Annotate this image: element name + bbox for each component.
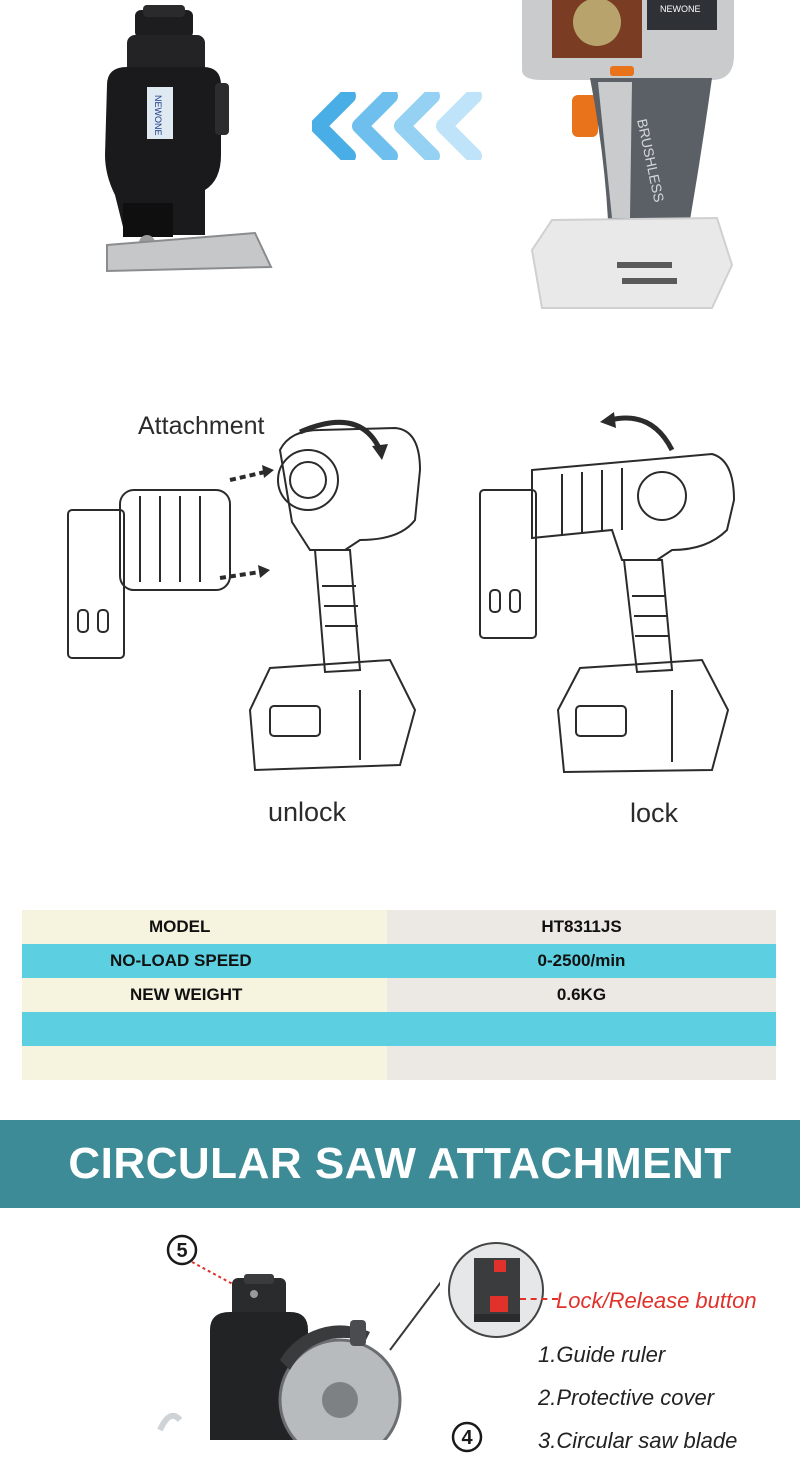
spec-row: NO-LOAD SPEED 0-2500/min bbox=[22, 944, 776, 978]
spec-label: MODEL bbox=[22, 910, 387, 944]
spec-value: HT8311JS bbox=[387, 910, 776, 944]
marker-4: 4 bbox=[461, 1427, 473, 1449]
section-banner: CIRCULAR SAW ATTACHMENT bbox=[0, 1120, 800, 1208]
spec-value bbox=[387, 1012, 776, 1046]
part-item: 3.Circular saw blade bbox=[538, 1428, 738, 1453]
jigsaw-attachment-photo: NEWONE bbox=[95, 5, 285, 275]
spec-table: MODEL HT8311JS NO-LOAD SPEED 0-2500/min … bbox=[22, 910, 776, 1080]
tool-brand-text: NEWONE bbox=[660, 4, 701, 14]
spec-row bbox=[22, 1046, 776, 1080]
attachment-brand-text: NEWONE bbox=[153, 95, 163, 136]
lock-diagram bbox=[472, 410, 752, 780]
tool-body-photo: NEWONE BRUSHLESS bbox=[512, 0, 742, 318]
spec-label: NO-LOAD SPEED bbox=[22, 944, 387, 978]
spec-label: NEW WEIGHT bbox=[22, 978, 387, 1012]
unlock-label: unlock bbox=[268, 797, 347, 827]
banner-title: CIRCULAR SAW ATTACHMENT bbox=[68, 1139, 732, 1188]
attachment-label: Attachment bbox=[138, 412, 265, 440]
spec-row: NEW WEIGHT 0.6KG bbox=[22, 978, 776, 1012]
lock-release-leader bbox=[520, 1298, 558, 1304]
spec-label bbox=[22, 1046, 387, 1080]
unlock-diagram bbox=[60, 410, 430, 780]
lock-release-label: Lock/Release button bbox=[556, 1288, 757, 1313]
spec-row: MODEL HT8311JS bbox=[22, 910, 776, 944]
marker-5: 5 bbox=[176, 1240, 187, 1262]
circular-saw-photo: 5 bbox=[140, 1230, 451, 1459]
lock-release-zoom bbox=[446, 1240, 546, 1340]
spec-row bbox=[22, 1012, 776, 1046]
part-item: 2.Protective cover bbox=[538, 1385, 715, 1410]
lock-label: lock bbox=[630, 798, 679, 828]
spec-label bbox=[22, 1012, 387, 1046]
insert-direction-arrows bbox=[310, 88, 492, 164]
spec-value: 0.6KG bbox=[387, 978, 776, 1012]
marker-4-callout: 4 bbox=[450, 1420, 484, 1454]
part-item: 1.Guide ruler bbox=[538, 1342, 666, 1367]
spec-value: 0-2500/min bbox=[387, 944, 776, 978]
spec-value bbox=[387, 1046, 776, 1080]
